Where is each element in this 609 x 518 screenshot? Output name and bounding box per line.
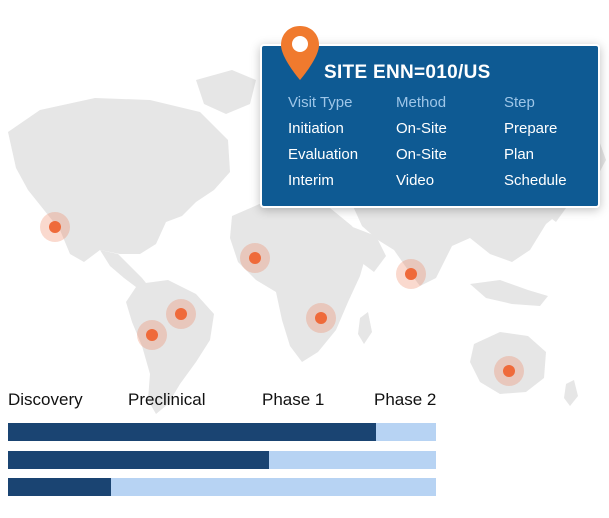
cell-step: Schedule <box>504 172 567 189</box>
map-pin-icon[interactable] <box>278 24 322 82</box>
continent-madagascar <box>358 312 372 344</box>
location-marker[interactable] <box>166 299 196 329</box>
location-marker[interactable] <box>240 243 270 273</box>
cell-visit-type: Interim <box>288 172 334 189</box>
continent-greenland <box>196 70 256 114</box>
progress-fill <box>8 478 111 496</box>
progress-fill <box>8 451 270 469</box>
location-marker[interactable] <box>137 320 167 350</box>
location-marker[interactable] <box>494 356 524 386</box>
location-marker[interactable] <box>40 212 70 242</box>
cell-method: On-Site <box>396 120 447 137</box>
site-title: SITE ENN=010/US <box>324 62 491 83</box>
phase-1: Phase 1 <box>262 390 325 409</box>
progress-bar <box>8 423 436 441</box>
cell-method: Video <box>396 172 435 189</box>
cell-visit-type: Evaluation <box>288 146 359 163</box>
continent-central-america <box>100 250 150 290</box>
phase-2: Phase 2 <box>374 390 437 409</box>
header-method: Method <box>396 94 447 111</box>
continent-south-america <box>126 280 214 414</box>
cell-method: On-Site <box>396 146 447 163</box>
continent-north-america <box>8 98 230 262</box>
continent-australia <box>470 332 546 394</box>
progress-bar <box>8 451 436 469</box>
continent-new-zealand <box>564 380 578 406</box>
continent-africa <box>230 202 368 362</box>
site-info-card: SITE ENN=010/US Visit Type Method Step I… <box>260 44 600 208</box>
continent-indonesia <box>470 280 548 306</box>
progress-fill <box>8 423 377 441</box>
cell-step: Prepare <box>504 120 558 137</box>
progress-bar <box>8 478 436 496</box>
phase-preclinical: Preclinical <box>128 390 206 409</box>
location-marker[interactable] <box>306 303 336 333</box>
location-marker[interactable] <box>396 259 426 289</box>
cell-visit-type: Initiation <box>288 120 344 137</box>
continent-arabia <box>350 226 386 272</box>
header-visit-type: Visit Type <box>288 94 353 111</box>
header-step: Step <box>504 94 535 111</box>
cell-step: Plan <box>504 146 535 163</box>
phase-discovery: Discovery <box>8 390 83 409</box>
